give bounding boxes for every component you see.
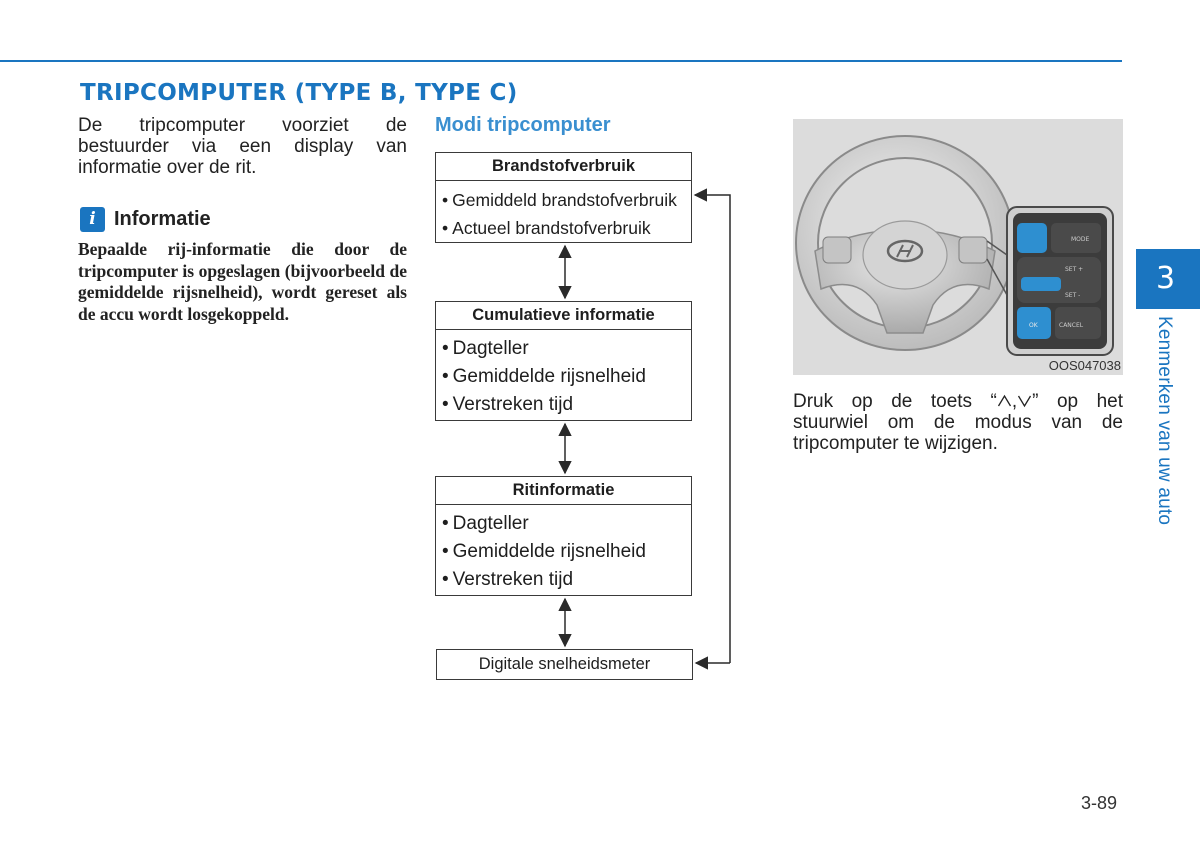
mode-item: Dagteller (442, 510, 691, 538)
mode-box-trip-info: Ritinformatie Dagteller Gemiddelde rijsn… (435, 476, 692, 596)
chevron-up-icon (997, 394, 1011, 407)
mode-box-cumulative-info: Cumulatieve informatie Dagteller Gemidde… (435, 301, 692, 421)
mode-box-title: Ritinformatie (436, 477, 691, 505)
caption-separator: , (1011, 391, 1018, 412)
section-title: TRIPCOMPUTER (TYPE B, TYPE C) (80, 80, 518, 106)
info-title: Informatie (114, 207, 211, 230)
mode-item: Verstreken tijd (442, 391, 691, 419)
mode-item: Gemiddelde rijsnelheid (442, 538, 691, 566)
caption-text-end: ” op het stuurwiel om de modus van de tr… (793, 391, 1123, 454)
mode-item: Verstreken tijd (442, 566, 691, 594)
mode-item: Actueel brandstofverbruik (442, 214, 691, 242)
modes-title: Modi tripcomputer (435, 114, 611, 136)
mode-item: Dagteller (442, 335, 691, 363)
button-label-ok: OK (1029, 322, 1039, 329)
mode-box-digital-speedometer: Digitale snelheidsmeter (436, 649, 693, 680)
info-heading: i Informatie (80, 206, 211, 232)
figure-code: OOS047038 (1048, 358, 1121, 373)
mode-box-title: Cumulatieve informatie (436, 302, 691, 330)
chapter-tab: 3 (1136, 249, 1200, 309)
page-number: 3-89 (1081, 793, 1118, 813)
button-label-cancel: CANCEL (1059, 322, 1084, 329)
mode-item-list: Dagteller Gemiddelde rijsnelheid Verstre… (436, 330, 691, 419)
flow-loop-to-fuel (693, 188, 731, 663)
info-icon: i (80, 206, 105, 232)
info-body: Bepaalde rij-informatie die door de trip… (78, 239, 407, 324)
chevron-down-icon (1018, 395, 1032, 408)
button-label-mode: MODE (1071, 236, 1090, 243)
mode-box-title: Brandstofverbruik (436, 153, 691, 181)
figure-caption: Druk op de toets “,” op het stuurwiel om… (793, 391, 1123, 454)
mode-item: Gemiddeld brandstofverbruik (442, 186, 691, 214)
steering-wheel-figure: MODE SET + SET - OK CANCEL OOS047038 (793, 119, 1123, 375)
intro-paragraph: De tripcomputer voorziet de bestuurder v… (78, 115, 407, 178)
chapter-label: Kenmerken van uw auto (1154, 316, 1175, 526)
mode-item-list: Dagteller Gemiddelde rijsnelheid Verstre… (436, 505, 691, 594)
button-label-set-plus: SET + (1065, 266, 1083, 273)
mode-item-list: Gemiddeld brandstofverbruik Actueel bran… (436, 181, 691, 242)
mode-item: Gemiddelde rijsnelheid (442, 363, 691, 391)
top-rule (0, 60, 1122, 62)
steering-wheel-illustration: MODE SET + SET - OK CANCEL (795, 135, 1114, 356)
caption-text-start: Druk op de toets “ (793, 391, 997, 412)
mode-box-fuel-consumption: Brandstofverbruik Gemiddeld brandstofver… (435, 152, 692, 243)
button-label-set-minus: SET - (1065, 292, 1080, 299)
